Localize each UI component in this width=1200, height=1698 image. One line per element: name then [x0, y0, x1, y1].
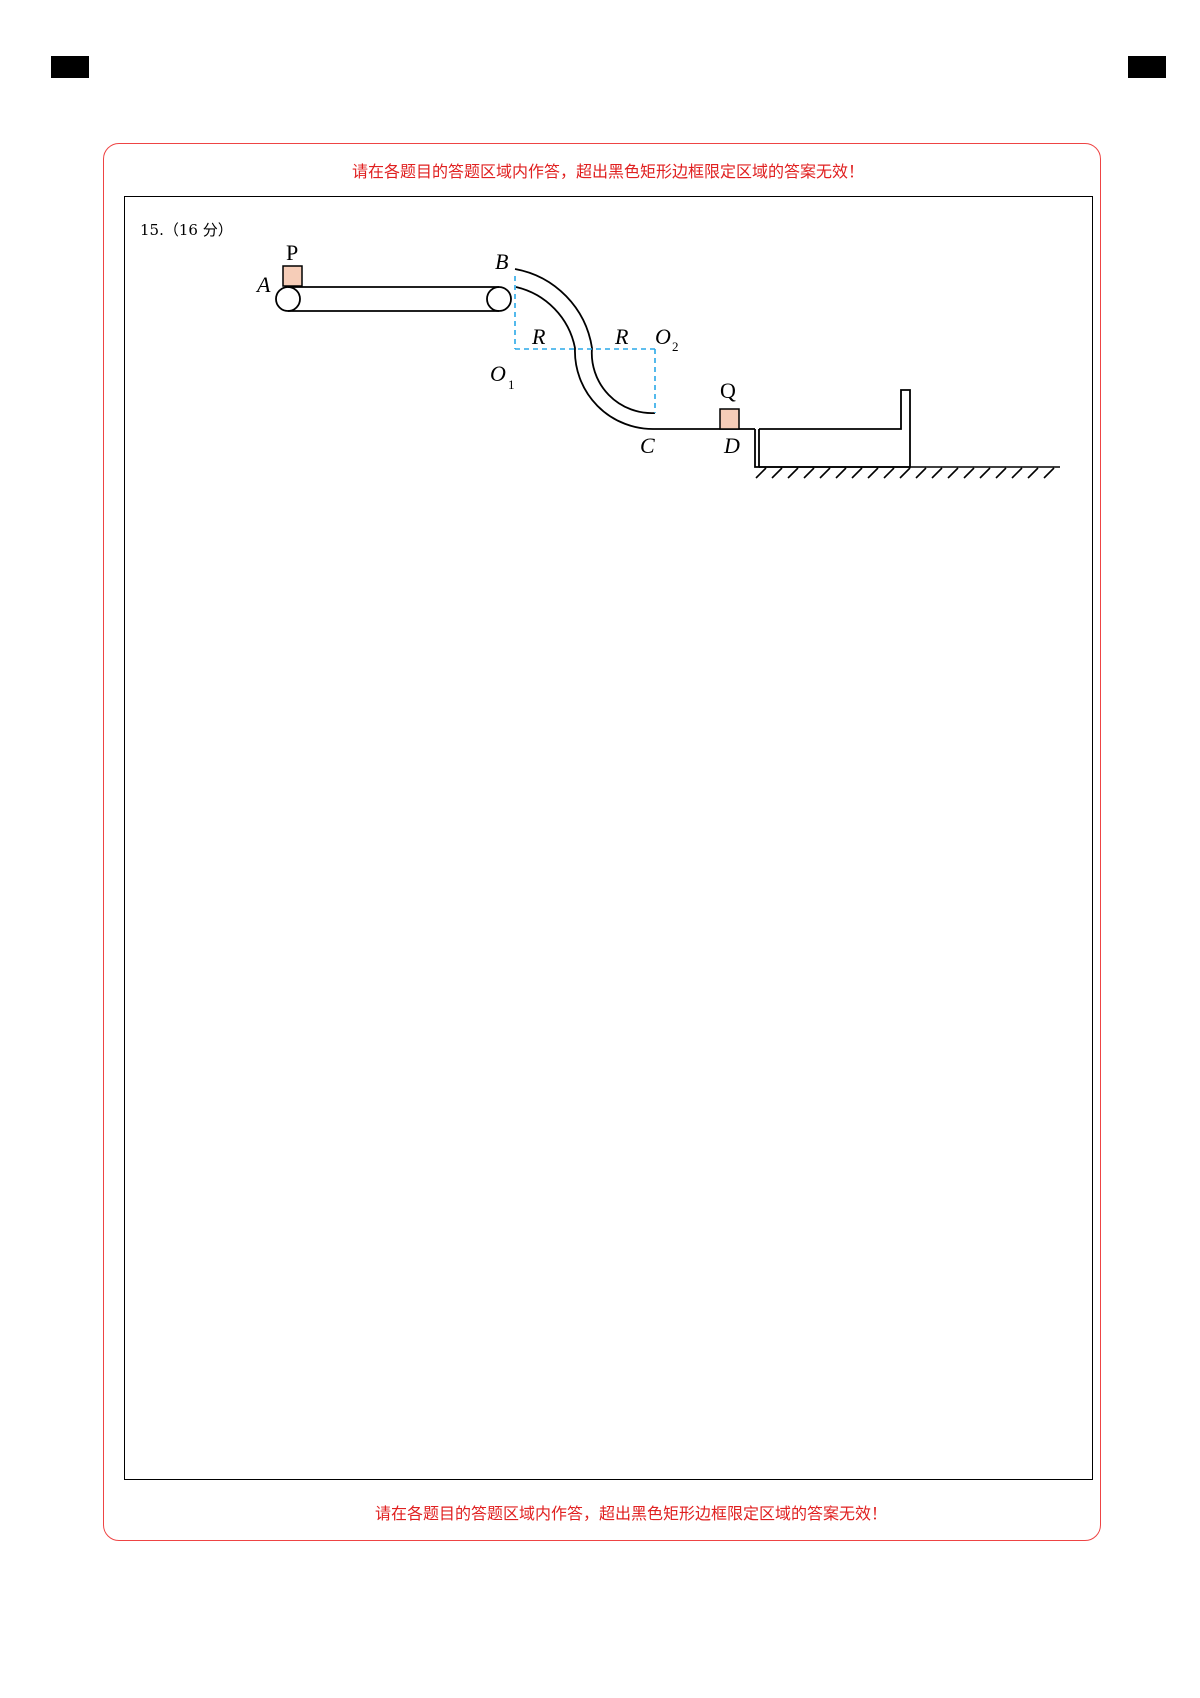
answer-sheet-border: [103, 143, 1101, 1541]
alignment-marker-left: [51, 56, 89, 78]
label-r2: R: [614, 324, 629, 349]
block-q: [719, 408, 740, 430]
warning-text-top: 请在各题目的答题区域内作答，超出黑色矩形边框限定区域的答案无效！: [352, 162, 865, 181]
left-pulley: [275, 286, 301, 312]
label-a: A: [255, 272, 271, 297]
curved-track: [514, 268, 656, 430]
physics-diagram: P A B R R O 2 O 1 Q C D: [255, 240, 1060, 479]
answer-area[interactable]: [124, 196, 1093, 1480]
label-r1: R: [531, 324, 546, 349]
warning-text-bottom: 请在各题目的答题区域内作答，超出黑色矩形边框限定区域的答案无效！: [375, 1504, 888, 1523]
label-b: B: [495, 249, 508, 274]
alignment-marker-right: [1128, 56, 1166, 78]
board-cart: [754, 389, 911, 468]
label-d: D: [723, 433, 740, 458]
block-p: [282, 265, 303, 287]
ground: [755, 466, 1060, 479]
construction-lines: [514, 276, 656, 413]
label-o1-sub: 1: [508, 377, 515, 392]
label-c: C: [640, 433, 655, 458]
label-o2: O: [655, 324, 671, 349]
label-q: Q: [720, 378, 736, 403]
question-number: 15.（16 分）: [140, 221, 233, 239]
label-p: P: [286, 240, 298, 265]
label-o2-sub: 2: [672, 339, 679, 354]
conveyor-belt: [275, 286, 512, 312]
label-o1: O: [490, 361, 506, 386]
right-pulley: [486, 286, 512, 312]
